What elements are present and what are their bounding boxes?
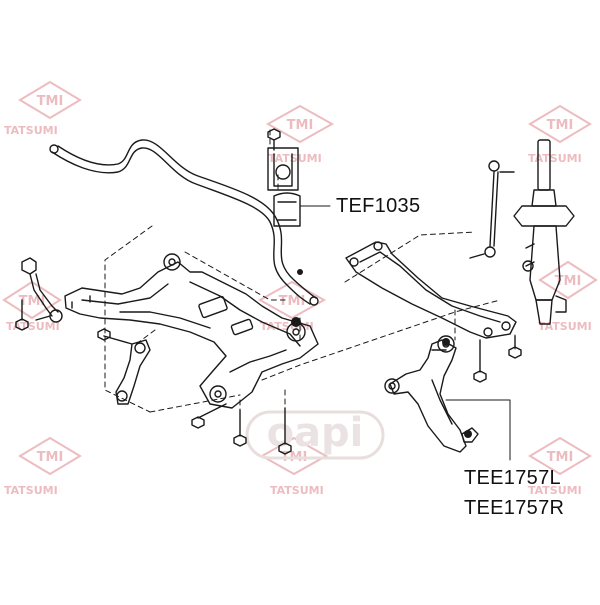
callout-lower-arm-right: TEE1757R bbox=[464, 497, 565, 519]
callout-stabilizer-bushing: TEF1035 bbox=[336, 195, 421, 217]
watermark-brand: TATSUMI bbox=[268, 152, 322, 165]
front-subframe bbox=[64, 253, 319, 409]
watermark-brand: TATSUMI bbox=[270, 484, 324, 497]
svg-text:TMI: TMI bbox=[279, 294, 306, 309]
bushing-dots bbox=[291, 269, 472, 438]
stabilizer-bar bbox=[49, 139, 319, 306]
svg-text:TMI: TMI bbox=[37, 450, 64, 465]
watermark-badge: TMI bbox=[18, 80, 82, 120]
svg-text:TMI: TMI bbox=[547, 118, 574, 133]
assembly-lines bbox=[104, 129, 516, 431]
svg-text:TMI: TMI bbox=[287, 118, 314, 133]
watermark-brand: TATSUMI bbox=[528, 484, 582, 497]
subframe-bolts bbox=[191, 403, 292, 455]
watermark-badge: TMI bbox=[538, 260, 598, 300]
oapi-logo: oapi bbox=[245, 410, 385, 460]
watermark-badge: TMI bbox=[265, 104, 335, 144]
strut-assembly bbox=[513, 139, 575, 325]
reinforcement-frame bbox=[345, 241, 522, 383]
leader-lines bbox=[299, 205, 511, 461]
watermark-brand: TATSUMI bbox=[4, 484, 58, 497]
watermark-badge: TMI bbox=[528, 104, 592, 144]
svg-text:TMI: TMI bbox=[37, 94, 64, 109]
watermark-brand: TATSUMI bbox=[6, 320, 60, 333]
watermark-badge: TMI bbox=[18, 436, 82, 476]
stabilizer-link-left bbox=[15, 257, 63, 331]
watermark-brand: TATSUMI bbox=[538, 320, 592, 333]
watermark-badge: TMI bbox=[257, 280, 327, 320]
watermark-badge: TMI bbox=[528, 436, 592, 476]
callout-lower-arm-left: TEE1757L bbox=[464, 467, 561, 489]
svg-text:oapi: oapi bbox=[267, 410, 364, 456]
watermark-brand: TATSUMI bbox=[528, 152, 582, 165]
stabilizer-link-right bbox=[469, 160, 515, 259]
lower-control-arm bbox=[384, 335, 479, 453]
watermark-brand: TATSUMI bbox=[4, 124, 58, 137]
svg-text:TMI: TMI bbox=[555, 274, 582, 289]
engine-mount-link bbox=[97, 328, 151, 405]
stabilizer-bushing bbox=[267, 128, 301, 227]
svg-text:TMI: TMI bbox=[547, 450, 574, 465]
